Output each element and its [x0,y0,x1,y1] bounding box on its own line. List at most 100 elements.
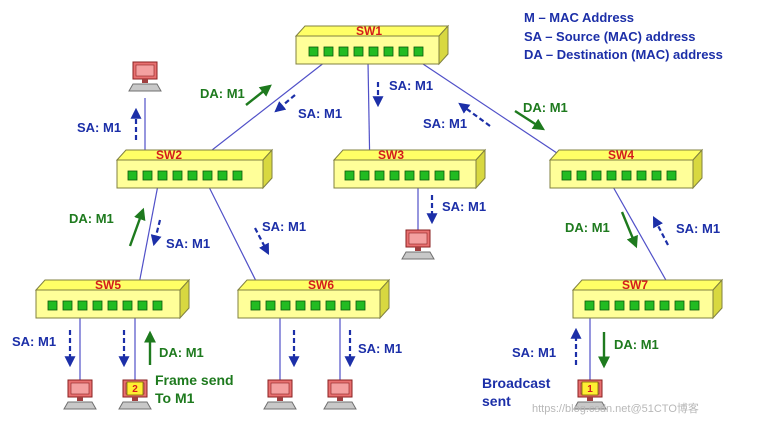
pc-screen [330,382,350,395]
switch-port [359,170,370,181]
pc-badge-number: 1 [587,384,593,395]
switch-port [323,46,334,57]
broadcast-note-line-2: sent [482,393,511,409]
arrow-sa-sw2-sw5 [150,219,162,247]
arrow-sa-sw4-sw1 [458,102,491,127]
switch-port [308,46,319,57]
switch-port [674,300,685,311]
arrow-sa-sw2-sw6 [254,227,270,255]
switch-port [353,46,364,57]
switch-port [325,300,336,311]
pc-screen [135,64,155,77]
sw6-label: SW6 [308,278,334,292]
pc-stand [142,79,148,83]
switch-sw5: SW5 [34,278,191,320]
switch-port [561,170,572,181]
pc-sw2-top [128,61,162,92]
sw6-ports [250,300,366,311]
arrow-da-sw2-sw1 [245,84,272,106]
sa-label-sw2-sw6: SA: M1 [262,219,306,234]
pc-receiver: 2 [118,379,152,410]
legend-line-1: M – MAC Address [524,10,634,25]
arrow-da-sw4-sw7 [620,211,638,249]
pc-screen [408,232,428,245]
sa-label-sw1-sw3: SA: M1 [389,78,433,93]
switch-port [576,170,587,181]
pc-stand [77,397,83,401]
switch-port [355,300,366,311]
switch-port [47,300,58,311]
switch-port [383,46,394,57]
arrow-sa-sw7-sw4 [652,216,669,246]
switch-port [419,170,430,181]
sa-label-sw1-sw2: SA: M1 [298,106,342,121]
frame-send-note-line-1: Frame send [155,372,234,388]
pc-stand [415,247,421,251]
switch-port [404,170,415,181]
switch-port [310,300,321,311]
switch-port [340,300,351,311]
switch-port [659,300,670,311]
switch-port [127,170,138,181]
switch-port [142,170,153,181]
switch-port [591,170,602,181]
switch-sw3: SW3 [332,148,487,190]
switch-port [187,170,198,181]
arrow-da-sw5-sw2 [128,207,146,247]
switch-port [92,300,103,311]
links [79,61,681,380]
legend-line-2: SA – Source (MAC) address [524,29,695,44]
pc-stand [337,397,343,401]
switch-port [389,170,400,181]
da-arrows [128,84,638,369]
switch-port [449,170,460,181]
switch-port [217,170,228,181]
switch-port [374,170,385,181]
switch-port [232,170,243,181]
pc-sw5-left [63,379,97,410]
sa-arrows [64,82,669,368]
pc-keyboard [401,251,435,260]
switch-port [689,300,700,311]
arrow-da-sw1-sw4 [514,109,546,131]
watermark: https://blog.csdn.net@51CTO博客 [532,401,699,415]
switch-port [606,170,617,181]
arrow-sa-sw1-sw2 [274,94,296,113]
da-label-sw2-sw1: DA: M1 [200,86,245,101]
pc-keyboard [63,401,97,410]
switch-port [666,170,677,181]
da-label-sw7-pc: DA: M1 [614,337,659,352]
pc-keyboard [128,83,162,92]
switch-port [265,300,276,311]
pc-keyboard [263,401,297,410]
pc-badge-box [126,381,144,396]
pc-badge-number: 2 [132,384,138,395]
sw3-ports [344,170,460,181]
switch-port [644,300,655,311]
sa-label-sw2-pc: SA: M1 [77,120,121,135]
switch-port [614,300,625,311]
sa-label-sw5-pc-left: SA: M1 [12,334,56,349]
da-label-sw5-sw2: DA: M1 [69,211,114,226]
switch-port [280,300,291,311]
sw1-ports [308,46,424,57]
pc-keyboard [323,401,357,410]
pc-screen [70,382,90,395]
sw7-ports [584,300,700,311]
switch-port [651,170,662,181]
switch-sw4: SW4 [548,148,704,190]
frame-send-note-line-2: To M1 [155,390,195,406]
sa-label-pc-sw7: SA: M1 [512,345,556,360]
pc-sw6-right [323,379,357,410]
sa-label-sw6-pc-right: SA: M1 [358,341,402,356]
pc-stand [587,397,593,401]
switch-port [434,170,445,181]
switch-port [368,46,379,57]
sw7-label: SW7 [622,278,648,292]
sw5-label: SW5 [95,278,121,292]
pc-stand [277,397,283,401]
da-label-pc-sw5: DA: M1 [159,345,204,360]
sw1-label: SW1 [356,24,382,38]
sa-label-sw7-sw4: SA: M1 [676,221,720,236]
